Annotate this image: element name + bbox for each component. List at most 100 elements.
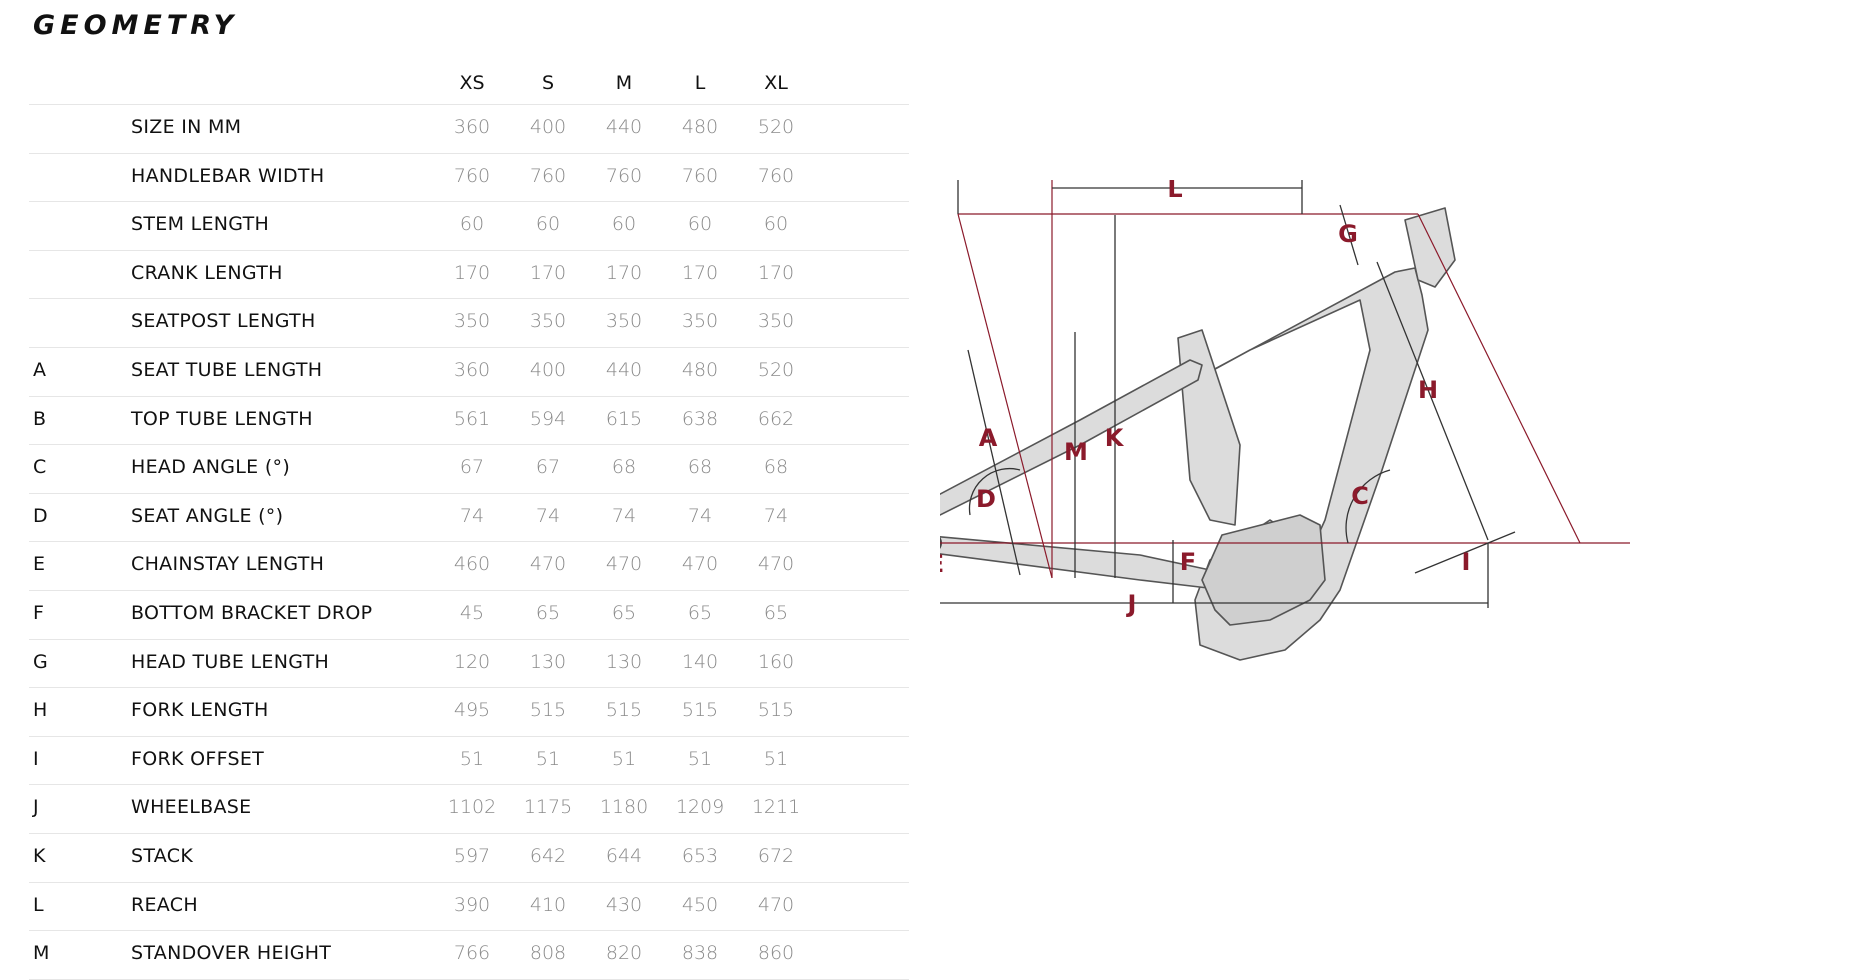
page-title: GEOMETRY (33, 10, 239, 41)
row-value-l: 760 (681, 164, 719, 187)
row-value-l: 170 (681, 261, 719, 284)
label-k: K (1105, 424, 1125, 452)
row-value-m: 470 (605, 553, 643, 576)
row-value-xl: 760 (757, 164, 795, 187)
row-value-m: 130 (605, 650, 643, 673)
label-j: J (1126, 590, 1137, 618)
row-code: G (33, 650, 48, 673)
row-value-s: 410 (529, 893, 567, 916)
row-value-l: 65 (687, 601, 713, 624)
row-value-xl: 68 (763, 456, 789, 479)
row-label: HEAD TUBE LENGTH (131, 650, 330, 673)
row-value-l: 51 (687, 747, 713, 770)
row-value-m: 615 (605, 407, 643, 430)
row-label: REACH (131, 893, 198, 916)
row-value-m: 1180 (599, 796, 649, 819)
row-value-s: 51 (535, 747, 561, 770)
row-code: A (33, 358, 46, 381)
frame-geometry-diagram: B L G H A M K D C E F I J (940, 180, 1630, 661)
row-value-xl: 520 (757, 116, 795, 138)
size-header-l: L (694, 72, 706, 94)
dimension-lines (940, 180, 1516, 608)
size-header-s: S (541, 72, 555, 94)
row-value-xs: 1102 (447, 796, 497, 819)
label-e: E (940, 550, 944, 578)
row-label: STANDOVER HEIGHT (131, 942, 332, 965)
row-value-xl: 672 (757, 844, 795, 867)
row-value-xl: 1211 (751, 796, 801, 819)
row-value-xl: 170 (757, 261, 795, 284)
row-code: D (33, 504, 48, 527)
row-value-m: 644 (605, 844, 643, 867)
row-value-xs: 45 (459, 601, 485, 624)
size-header-xl: XL (764, 72, 788, 94)
row-value-l: 350 (681, 310, 719, 333)
row-value-s: 515 (529, 699, 567, 722)
row-label: SEATPOST LENGTH (131, 310, 316, 333)
label-f: F (1180, 548, 1196, 576)
row-value-l: 74 (687, 504, 713, 527)
row-value-l: 653 (681, 844, 719, 867)
row-value-s: 470 (529, 553, 567, 576)
label-g: G (1338, 220, 1358, 248)
row-value-m: 51 (611, 747, 637, 770)
label-d: D (976, 485, 996, 513)
row-value-xl: 470 (757, 893, 795, 916)
row-label: HANDLEBAR WIDTH (131, 164, 325, 187)
row-value-l: 515 (681, 699, 719, 722)
row-value-s: 1175 (523, 796, 573, 819)
row-value-m: 820 (605, 942, 643, 965)
row-value-m: 65 (611, 601, 637, 624)
row-value-xl: 860 (757, 942, 795, 965)
label-l: L (1167, 180, 1182, 203)
seat-tube (1177, 329, 1241, 526)
row-value-s: 594 (529, 407, 567, 430)
row-value-l: 1209 (675, 796, 725, 819)
seat-stay (940, 359, 1203, 516)
row-value-l: 480 (681, 358, 719, 381)
row-value-m: 68 (611, 456, 637, 479)
row-value-s: 400 (529, 358, 567, 381)
row-code: E (33, 553, 46, 576)
row-value-xs: 561 (453, 407, 491, 430)
row-label: WHEELBASE (131, 796, 252, 819)
row-label: CRANK LENGTH (131, 261, 283, 284)
row-value-xs: 597 (453, 844, 491, 867)
row-value-xs: 74 (459, 504, 485, 527)
size-header-xs: XS (459, 72, 485, 94)
label-c: C (1351, 482, 1369, 510)
row-value-s: 67 (535, 456, 561, 479)
row-label: BOTTOM BRACKET DROP (131, 601, 373, 624)
row-label: SIZE IN MM (131, 116, 242, 138)
row-value-l: 480 (681, 116, 719, 138)
row-value-xl: 65 (763, 601, 789, 624)
row-value-m: 515 (605, 699, 643, 722)
row-label: CHAINSTAY LENGTH (131, 553, 325, 576)
bike-frame (940, 207, 1456, 661)
row-value-l: 450 (681, 893, 719, 916)
row-value-s: 130 (529, 650, 567, 673)
row-value-xl: 515 (757, 699, 795, 722)
label-m: M (1064, 438, 1088, 466)
row-label: HEAD ANGLE (°) (131, 456, 291, 479)
row-value-l: 470 (681, 553, 719, 576)
row-value-m: 74 (611, 504, 637, 527)
row-value-m: 440 (605, 116, 643, 138)
row-code: B (33, 407, 47, 430)
row-value-xl: 520 (757, 358, 795, 381)
row-value-xs: 460 (453, 553, 491, 576)
row-value-xs: 170 (453, 261, 491, 284)
label-h: H (1418, 376, 1438, 404)
row-value-xl: 51 (763, 747, 789, 770)
